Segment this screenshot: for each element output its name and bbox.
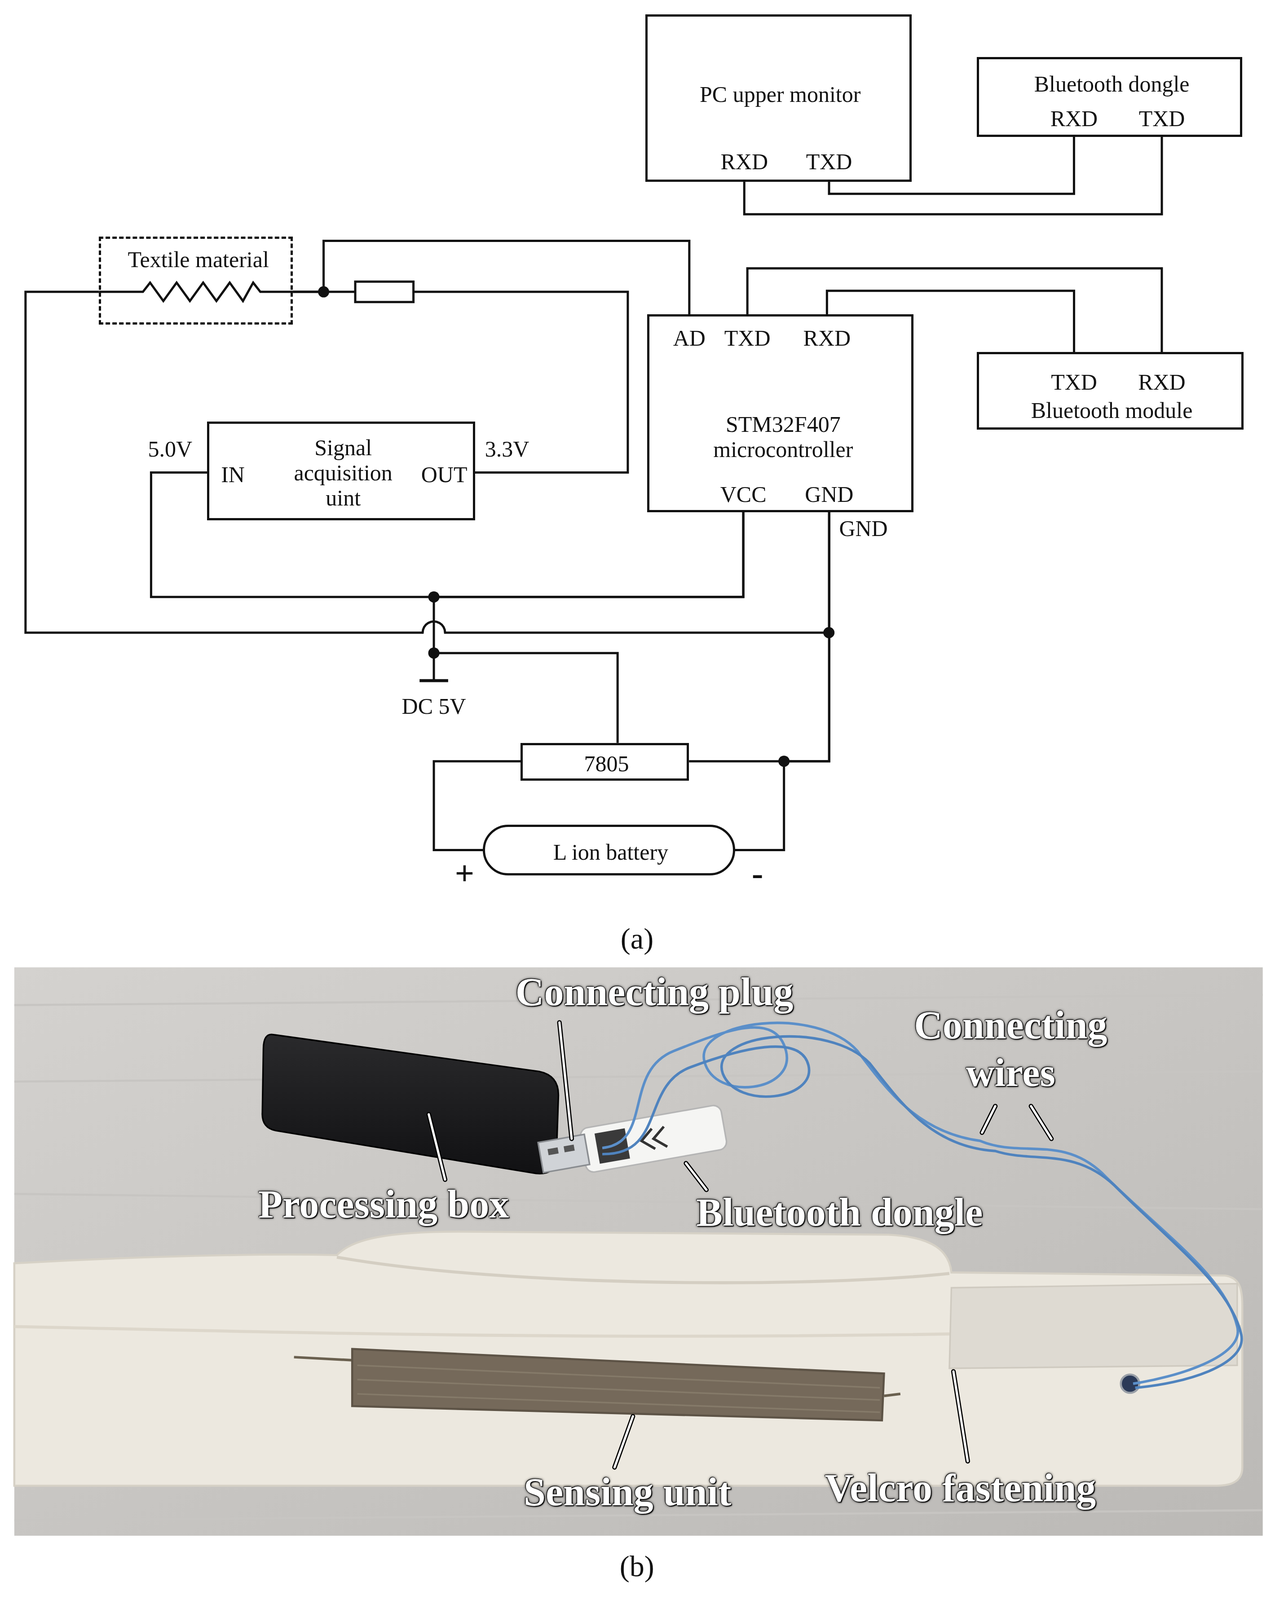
dongle-marking: [639, 1126, 668, 1152]
box-title: STM32F407 microcontroller: [693, 411, 874, 463]
pin-name: RXD: [1050, 105, 1099, 132]
part-label: Velcro fastening: [825, 1465, 1097, 1512]
pin-name: GND: [804, 481, 854, 508]
microcontroller-box: AD TXD RXD STM32F407 microcontrollerVCC GND: [647, 314, 914, 513]
junction-dot: [428, 647, 440, 659]
leader-lines: [428, 1023, 1052, 1469]
region-title: Textile material: [127, 247, 269, 273]
pin-name: OUT: [421, 462, 468, 488]
usb-slot: [563, 1144, 575, 1153]
part-label: Bluetooth dongle: [696, 1190, 983, 1236]
computer-box: PC upper monitorRXD TXD: [645, 14, 912, 182]
resistor-symbol: [355, 281, 414, 302]
box-title: PC upper monitor: [699, 81, 861, 107]
supply-symbol: [419, 679, 449, 683]
bluetooth-module-box: TXD RXDBluetooth module: [976, 352, 1244, 430]
battery-box: L ion battery: [482, 825, 735, 877]
part-label: Sensing unit: [523, 1469, 732, 1516]
voltage-label: 3.3V: [485, 436, 530, 462]
box-title: 7805: [584, 751, 630, 777]
part-label: Processing box: [258, 1182, 509, 1228]
wire: [747, 268, 1162, 353]
pin-name: VCC: [720, 481, 767, 508]
panel-label: (a): [620, 922, 654, 956]
bluetooth-dongle: [537, 1104, 728, 1182]
sensor-region: Textile material: [98, 236, 293, 325]
connecting-wire: [602, 1036, 1242, 1389]
regulator-box: 7805: [520, 743, 689, 781]
band-crease: [336, 1257, 950, 1284]
processing-box: [262, 1034, 559, 1174]
part-label: Connecting wires: [884, 1001, 1137, 1097]
junction-dot: [428, 591, 440, 603]
sensor-lead: [294, 1357, 353, 1361]
elastic-band: [14, 1231, 1243, 1487]
pin-name: TXD: [1050, 369, 1098, 395]
pin-name: GND: [838, 516, 888, 542]
resistor-symbol: [99, 282, 294, 302]
box-title: Bluetooth dongle: [1034, 71, 1190, 97]
box-title: Signal acquisition uint: [280, 435, 406, 511]
pin-name: RXD: [720, 149, 768, 175]
supply-label: DC 5V: [401, 693, 467, 720]
surface-grain: [14, 995, 1263, 1522]
box-title: L ion battery: [553, 839, 669, 865]
panel-label: (b): [619, 1550, 655, 1584]
leader-line: [428, 1023, 1052, 1469]
pin-name: RXD: [803, 325, 852, 351]
wire: [735, 512, 830, 851]
connecting-wire: [602, 1023, 1238, 1385]
pin-name: RXD: [1138, 369, 1186, 395]
part-label: Connecting plug: [515, 969, 794, 1015]
leader-shadow: [428, 1023, 1052, 1469]
wire: [433, 512, 744, 744]
wire: [292, 240, 690, 315]
velcro-patch: [949, 1283, 1238, 1369]
junction-dot: [778, 755, 790, 768]
polarity-mark: -: [751, 854, 764, 893]
usb-slot: [547, 1147, 559, 1156]
table-surface: [14, 967, 1263, 1537]
pin-name: TXD: [806, 149, 853, 175]
pin-name: TXD: [1138, 105, 1186, 132]
voltage-label: 5.0V: [148, 436, 193, 462]
box-title: Bluetooth module: [1031, 397, 1193, 424]
sensing-fabric: [352, 1349, 884, 1421]
sensor-lead: [883, 1394, 900, 1397]
dongle-box: Bluetooth dongleRXD TXD: [976, 57, 1243, 137]
pin-name: IN: [220, 462, 245, 488]
pin-name: TXD: [724, 325, 771, 351]
acquisition-box: IN Signal acquisition uint OUT: [207, 421, 475, 521]
wire: [688, 512, 830, 762]
usb-plug: [538, 1134, 590, 1174]
fabric-texture: [357, 1365, 881, 1413]
pin-name: AD: [673, 325, 706, 351]
junction-dot: [823, 627, 835, 639]
junction-dot: [317, 286, 330, 298]
polarity-mark: +: [454, 854, 475, 893]
